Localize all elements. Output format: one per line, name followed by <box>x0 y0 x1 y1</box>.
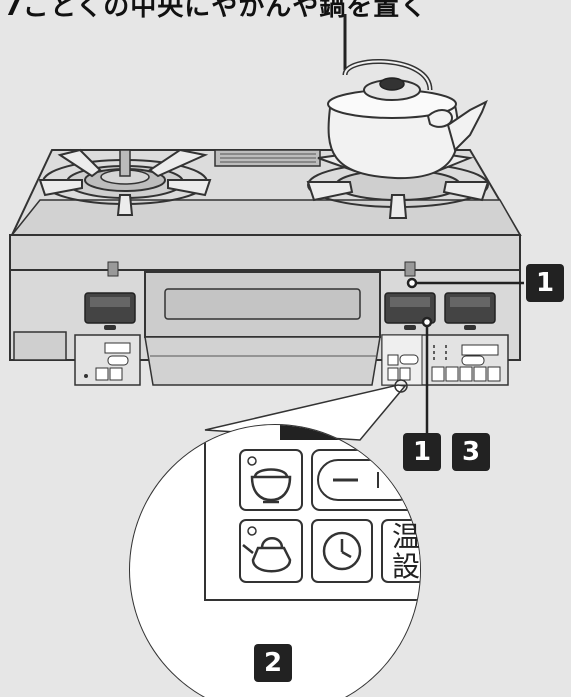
right-control-panel <box>382 335 508 385</box>
left-control-panel <box>75 335 140 385</box>
callout-badge-3: 3 <box>452 433 490 471</box>
temp-button-text-2: 設 <box>392 552 420 582</box>
temp-button-text-1: 温 <box>392 522 420 552</box>
callout-badge-2: 2 <box>254 644 292 682</box>
grill-window <box>165 289 360 319</box>
callout-badge-1-lower: 1 <box>403 433 441 471</box>
callout-badge-1-right: 1 <box>526 264 564 302</box>
